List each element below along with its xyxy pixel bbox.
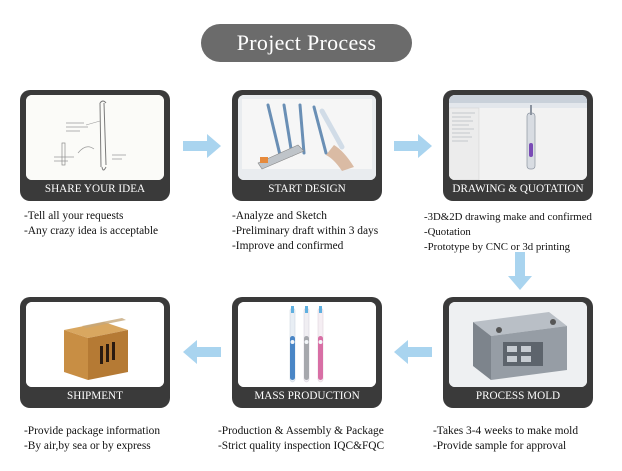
step-label: DRAWING & QUOTATION: [452, 183, 584, 195]
toothbrush-products-image: [238, 302, 376, 387]
mold-image: [449, 302, 587, 387]
description-line: -Provide package information: [24, 425, 161, 437]
description-line: -By air,by sea or by express: [24, 440, 151, 452]
description-line: -Production & Assembly & Package: [218, 425, 384, 437]
arrow-left-icon: [183, 340, 221, 364]
description-line: -Strict quality inspection IQC&FQC: [218, 440, 385, 452]
description-line: -Preliminary draft within 3 days: [232, 225, 379, 237]
step-card-mass-production: MASS PRODUCTION: [232, 297, 382, 408]
description-line: -Prototype by CNC or 3d printing: [424, 241, 571, 253]
step-label: PROCESS MOLD: [475, 390, 561, 402]
arrow-right-icon: [183, 134, 221, 158]
description-line: -Improve and confirmed: [232, 240, 344, 252]
step-card-drawing-quotation: DRAWING & QUOTATION: [443, 90, 593, 201]
description-line: -Tell all your requests: [24, 210, 124, 222]
description-line: -Provide sample for approval: [433, 440, 567, 452]
description-line: -Takes 3-4 weeks to make mold: [433, 425, 579, 437]
step-description-drawing-quotation: -3D&2D drawing make and confirmed -Quota…: [424, 210, 592, 255]
arrow-right-icon: [394, 134, 432, 158]
step-description-start-design: -Analyze and Sketch -Preliminary draft w…: [232, 209, 378, 254]
carton-box-image: [26, 302, 164, 387]
page-title: Project Process: [201, 24, 412, 62]
step-description-share-idea: -Tell all your requests -Any crazy idea …: [24, 209, 158, 239]
arrow-down-icon: [508, 252, 532, 290]
step-card-process-mold: PROCESS MOLD: [443, 297, 593, 408]
step-description-mass-production: -Production & Assembly & Package -Strict…: [218, 424, 384, 454]
description-line: -3D&2D drawing make and confirmed: [424, 211, 592, 223]
arrow-left-icon: [394, 340, 432, 364]
step-card-share-idea: SHARE YOUR IDEA: [20, 90, 170, 201]
description-line: -Quotation: [424, 226, 471, 238]
sketch-image: [26, 95, 164, 180]
description-line: -Analyze and Sketch: [232, 210, 327, 222]
description-line: -Any crazy idea is acceptable: [24, 225, 159, 237]
cad-screenshot-image: [449, 95, 587, 180]
design-sketch-image: [238, 95, 376, 180]
step-card-shipment: SHIPMENT: [20, 297, 170, 408]
step-description-process-mold: -Takes 3-4 weeks to make mold -Provide s…: [433, 424, 578, 454]
step-description-shipment: -Provide package information -By air,by …: [24, 424, 160, 454]
step-label: SHIPMENT: [67, 390, 123, 402]
step-label: SHARE YOUR IDEA: [44, 183, 146, 195]
step-card-start-design: START DESIGN: [232, 90, 382, 201]
step-label: MASS PRODUCTION: [254, 390, 360, 402]
step-label: START DESIGN: [268, 183, 346, 195]
